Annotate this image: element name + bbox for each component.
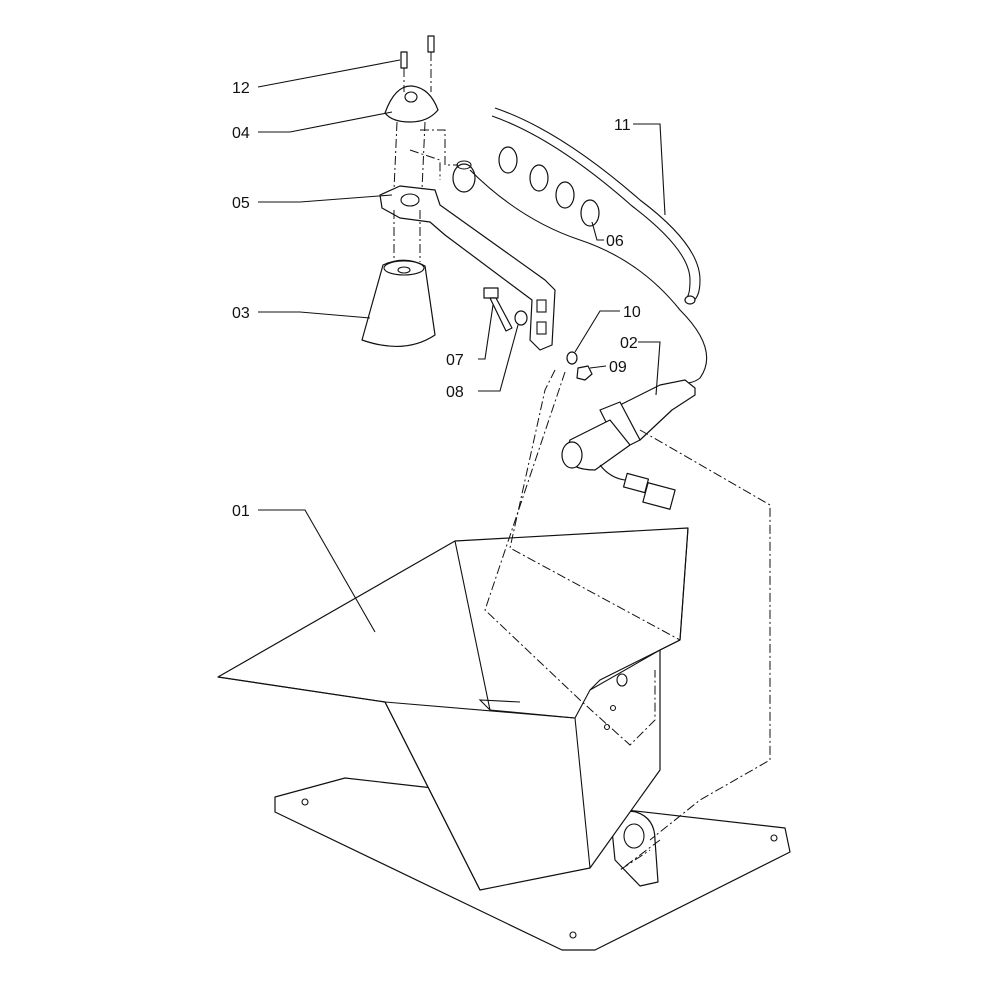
callout-labels: 12 04 05 03 07 08 10 02 09 11 06 01 [232, 80, 641, 520]
level-sensor [561, 379, 696, 510]
cone [361, 259, 436, 348]
callout-06: 06 [606, 233, 624, 250]
callout-02: 02 [620, 335, 638, 352]
callout-04: 04 [232, 125, 250, 142]
sensor-cable [469, 169, 708, 384]
callout-09: 09 [609, 359, 627, 376]
hose [491, 107, 701, 305]
callout-01: 01 [232, 503, 250, 520]
callout-11: 11 [614, 117, 631, 134]
callout-08: 08 [446, 384, 464, 401]
callout-12: 12 [232, 80, 250, 97]
assembly-lines [393, 52, 771, 871]
leader-lines [257, 59, 666, 633]
callout-07: 07 [446, 352, 464, 369]
nut-and-washer [566, 351, 593, 381]
callout-10: 10 [623, 304, 641, 321]
hose-clamps [498, 146, 600, 227]
cap [384, 85, 439, 123]
callout-03: 03 [232, 305, 250, 322]
grommet [452, 160, 476, 193]
bolt-and-washer [483, 287, 528, 332]
screws [400, 35, 435, 69]
callout-05: 05 [232, 195, 250, 212]
sensor-bracket [379, 185, 556, 351]
